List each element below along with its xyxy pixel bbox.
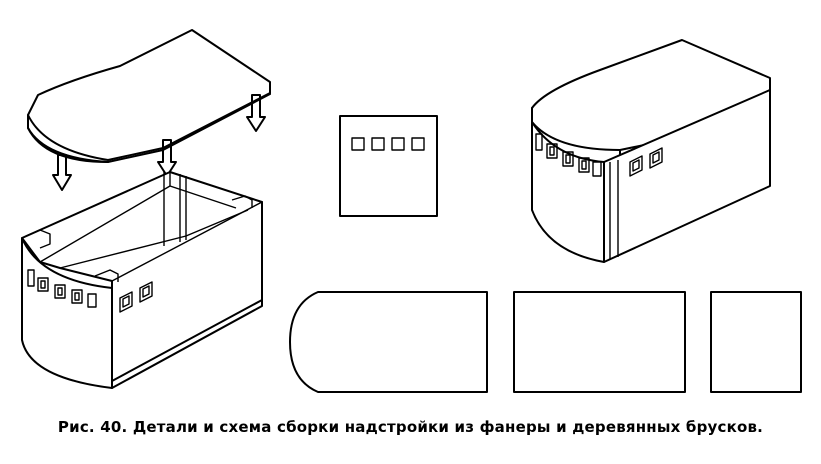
figure-caption: Рис. 40. Детали и схема сборки надстройк… [57,418,764,436]
open-body [21,171,263,389]
side-panel-rectangular [513,291,686,393]
end-panel-square [710,291,802,393]
side-panel-rounded [289,291,488,393]
down-arrow-icon [157,139,177,177]
down-arrow-icon [246,94,266,132]
roof-panel [27,29,271,163]
assembled-superstructure [531,39,771,263]
down-arrow-icon [52,154,72,191]
window-panel [339,115,438,217]
